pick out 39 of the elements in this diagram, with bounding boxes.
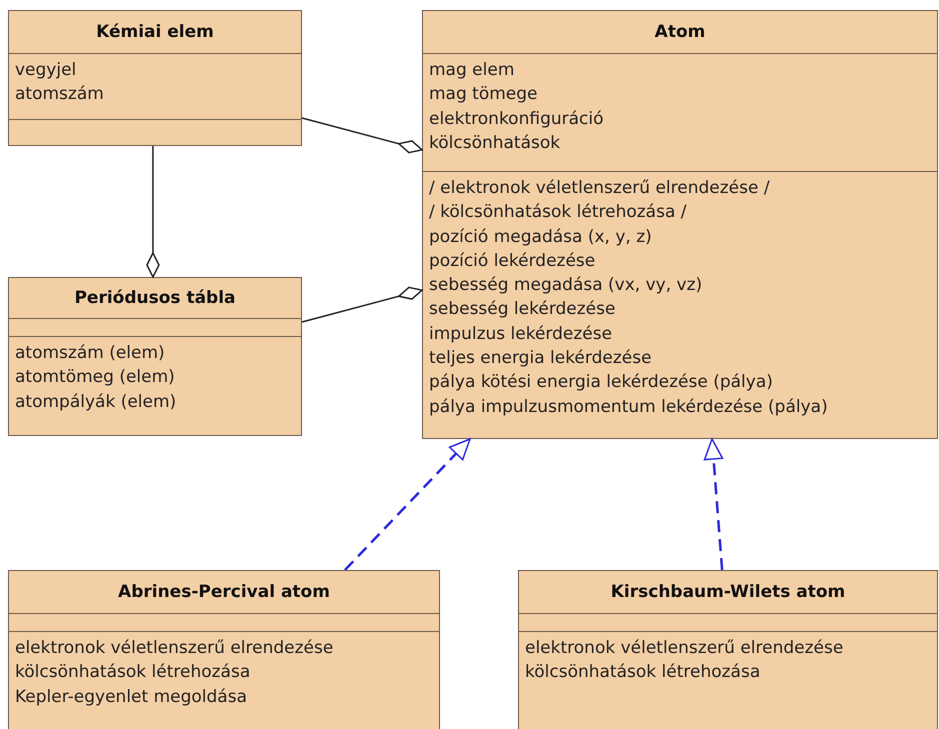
class-name: Kirschbaum-Wilets atom	[610, 582, 846, 602]
operation-text: teljes energia lekérdezése	[429, 347, 653, 370]
operation-text: sebesség lekérdezése	[429, 298, 616, 322]
aggregation-line	[146, 146, 160, 278]
attribute-text: elektronkonfiguráció	[429, 108, 605, 131]
operation-text: / kölcsönhatások létrehozása /	[429, 201, 688, 224]
class-box	[8, 10, 302, 146]
class-box	[422, 10, 938, 439]
class-name: Atom	[654, 22, 706, 42]
operation-text: elektronok véletlenszerű elrendezése	[525, 637, 844, 660]
realization-arrow	[344, 438, 471, 571]
class-box	[8, 570, 440, 729]
class-name: Periódusos tábla	[74, 288, 236, 308]
attribute-text: mag tömege	[429, 83, 539, 106]
operation-text: pozíció megadása (x, y, z)	[429, 226, 653, 249]
attribute-text: mag elem	[429, 59, 516, 82]
operation-text: kölcsönhatások létrehozása	[15, 661, 252, 684]
operation-text: atomszám (elem)	[15, 342, 166, 365]
operation-text: atompályák (elem)	[15, 390, 178, 414]
operation-text: Kepler-egyenlet megoldása	[15, 686, 248, 709]
attribute-text: vegyjel	[15, 59, 78, 82]
operation-text: / elektronok véletlenszerű elrendezése /	[429, 177, 771, 200]
operation-text: sebesség megadása (vx, vy, vz)	[429, 274, 704, 298]
operation-text: impulzus lekérdezése	[429, 322, 614, 346]
aggregation-line	[302, 286, 423, 323]
operation-text: kölcsönhatások létrehozása	[525, 661, 762, 684]
operation-text: pálya impulzusmomentum lekérdezése (pálya)	[429, 396, 829, 419]
realization-arrow	[704, 438, 724, 570]
attribute-text: kölcsönhatások	[429, 132, 562, 155]
class-name: Abrines-Percival atom	[118, 582, 330, 602]
attribute-text: atomszám	[15, 83, 105, 106]
operation-text: pálya kötési energia lekérdezése (pálya)	[429, 371, 774, 394]
class-box	[518, 570, 938, 729]
class-name: Kémiai elem	[96, 22, 214, 42]
operation-text: atomtömeg (elem)	[15, 366, 176, 390]
class-box	[8, 277, 302, 436]
aggregation-line	[302, 117, 423, 154]
operation-text: pozíció lekérdezése	[429, 250, 596, 273]
operation-text: elektronok véletlenszerű elrendezése	[15, 637, 334, 660]
